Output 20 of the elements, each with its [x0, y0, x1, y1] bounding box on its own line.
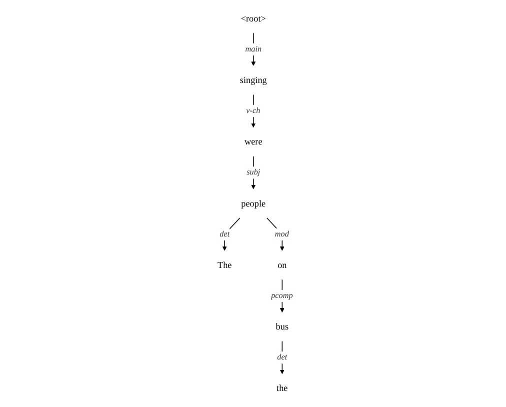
node-text: were [244, 136, 262, 147]
edge-label: subj [246, 168, 260, 177]
node-text: people [241, 198, 266, 208]
node-text: on [278, 260, 287, 270]
edge-label: pcomp [271, 291, 293, 300]
arrow [266, 218, 284, 251]
node-text: <root> [240, 13, 266, 24]
node-text: bus [276, 321, 289, 332]
arrow [280, 279, 284, 312]
edge-label: main [245, 44, 262, 54]
arrow [280, 340, 284, 374]
edge-label: mod [274, 230, 289, 238]
arrow [251, 94, 256, 128]
edge-label: v-ch [246, 106, 260, 116]
arrow [251, 32, 256, 66]
node-text: the [276, 383, 288, 394]
edge-label: det [220, 230, 230, 238]
node-text: singing [240, 74, 267, 86]
edge-label: det [277, 353, 288, 362]
node-text: The [217, 260, 232, 270]
